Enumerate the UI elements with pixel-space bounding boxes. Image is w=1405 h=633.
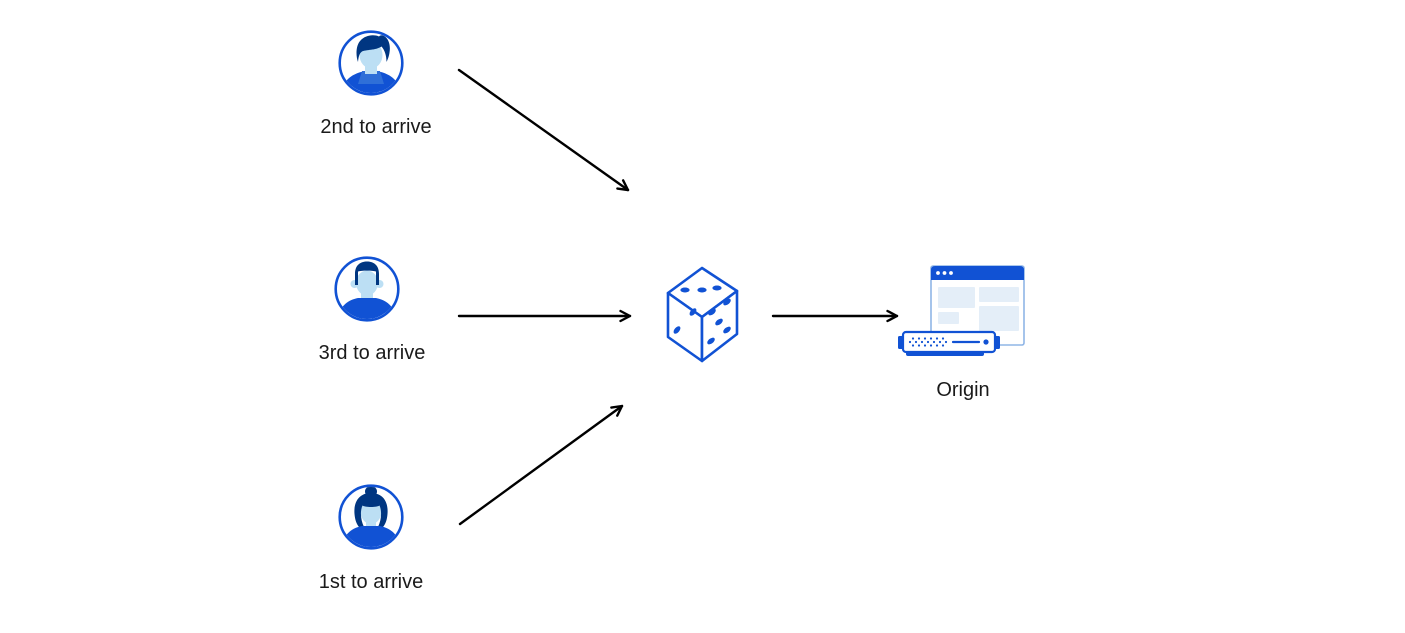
client2-label: 2nd to arrive xyxy=(320,116,432,138)
origin-server-browser-icon xyxy=(898,265,1025,356)
dice-icon xyxy=(666,266,739,363)
user-avatar-man-pompadour-icon xyxy=(338,30,404,96)
client1-label: 1st to arrive xyxy=(318,571,424,593)
user-avatar-man-shorthair-icon xyxy=(334,256,400,322)
arrow-client2-to-dice xyxy=(457,68,630,192)
user-avatar-woman-bun-icon xyxy=(338,484,404,550)
origin-label: Origin xyxy=(936,379,990,401)
client3-label: 3rd to arrive xyxy=(318,342,426,364)
arrow-client1-to-dice xyxy=(458,404,624,526)
